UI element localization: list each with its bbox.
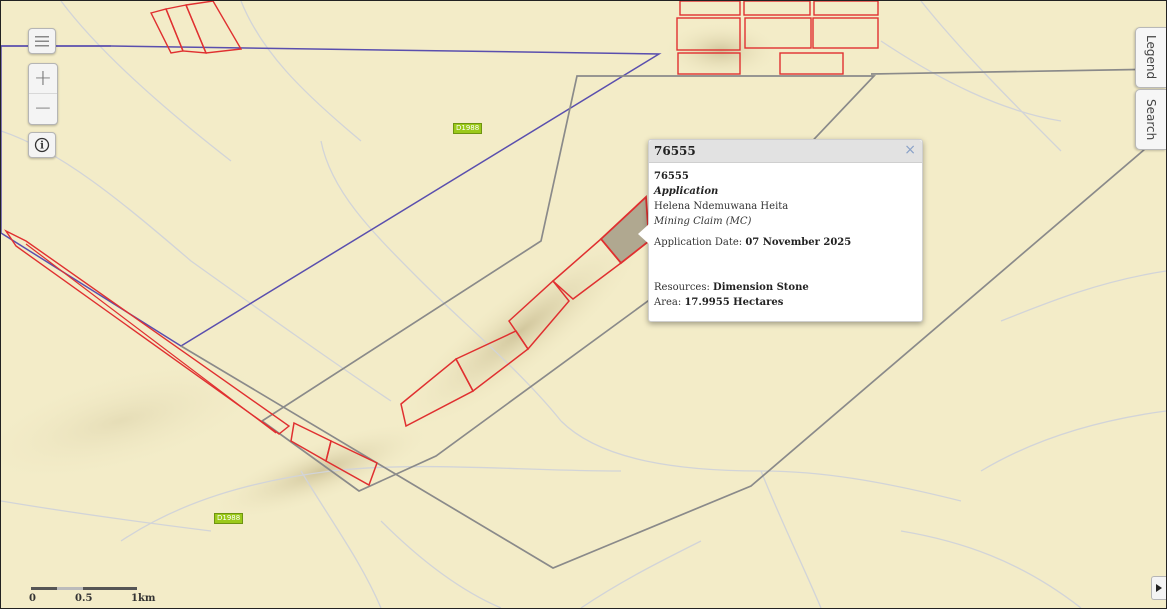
popup-resources-row: Resources: Dimension Stone [654,280,917,295]
popup-area-value: 17.9955 Hectares [684,297,784,308]
road-line [900,530,1082,608]
scale-bar: 0 0.5 1km [29,587,155,607]
scale-segment [57,587,83,590]
road-label: D1988 [453,123,483,134]
road-line [580,540,702,608]
claim-parcel [743,1,811,16]
claim-parcel [677,52,741,75]
claim-parcel [812,17,879,49]
road-line [60,1,232,162]
menu-button[interactable] [28,28,56,54]
popup-body: 76555 Application Helena Ndemuwana Heita… [649,163,922,310]
popup-area-label: Area: [654,297,682,308]
claim-parcel [679,1,741,16]
expand-panel-button[interactable] [1151,576,1166,600]
scale-segment [83,587,137,590]
gray-boundary [870,68,1166,75]
road-label: D1988 [214,513,244,524]
legend-tab-label: Legend [1144,35,1158,80]
popup-resources-label: Resources: [654,282,710,293]
claim-parcel [185,1,243,54]
claim-strip [3,229,291,435]
claim-parcel [676,17,741,51]
chevron-right-icon [1156,584,1162,592]
terrain-shade [1,357,277,485]
search-tab-label: Search [1144,98,1158,141]
close-icon[interactable]: × [904,142,916,158]
search-tab[interactable]: Search [1135,89,1166,150]
scale-label: 1km [131,593,156,604]
claim-strip [25,243,277,434]
terrain-shade [392,227,650,435]
popup-date-value: 07 November 2025 [745,237,852,248]
zoom-in-button[interactable]: + [29,64,57,94]
hamburger-icon [35,36,49,47]
road-line [560,420,962,502]
road-line [240,1,362,142]
info-icon: i [34,137,50,153]
claim-parcel [165,4,208,54]
claim-block [325,439,378,487]
popup-status: Application [654,186,719,197]
feature-popup: 76555 × 76555 Application Helena Ndemuwa… [638,139,923,322]
popup-pointer [638,224,649,244]
popup-id: 76555 [654,171,689,182]
scale-segment [31,587,57,590]
popup-date-row: Application Date: 07 November 2025 [654,235,917,250]
info-button[interactable]: i [28,132,56,158]
claim-parcel [744,17,812,49]
popup-header: 76555 × [649,140,922,163]
gray-boundary [180,130,1166,569]
claim-parcel [779,52,844,75]
road-line [1,130,392,402]
road-line [880,40,1062,122]
popup-type: Mining Claim (MC) [654,216,752,227]
road-line [1,500,212,532]
legend-tab[interactable]: Legend [1135,27,1166,88]
road-line [980,410,1166,472]
gray-boundary [260,75,876,492]
info-glyph: i [40,141,44,152]
road-line [320,140,562,422]
zoom-out-button[interactable]: − [33,96,53,121]
scale-label: 0 [29,593,36,604]
road-line [760,470,822,608]
popup-resources-value: Dimension Stone [713,282,809,293]
road-line [300,470,382,608]
road-line [920,1,1062,152]
claim-parcel [813,1,879,16]
popup-holder: Helena Ndemuwana Heita [654,201,789,212]
road-line [1000,270,1166,322]
popup-area-row: Area: 17.9955 Hectares [654,295,917,310]
claim-block [508,279,570,351]
road-line [380,520,502,608]
popup-title: 76555 [654,144,696,158]
zoom-control: + − [28,63,58,125]
scale-label: 0.5 [75,593,93,604]
terrain-shade [207,421,435,521]
terrain-shade [661,21,781,81]
popup-date-label: Application Date: [654,237,743,248]
